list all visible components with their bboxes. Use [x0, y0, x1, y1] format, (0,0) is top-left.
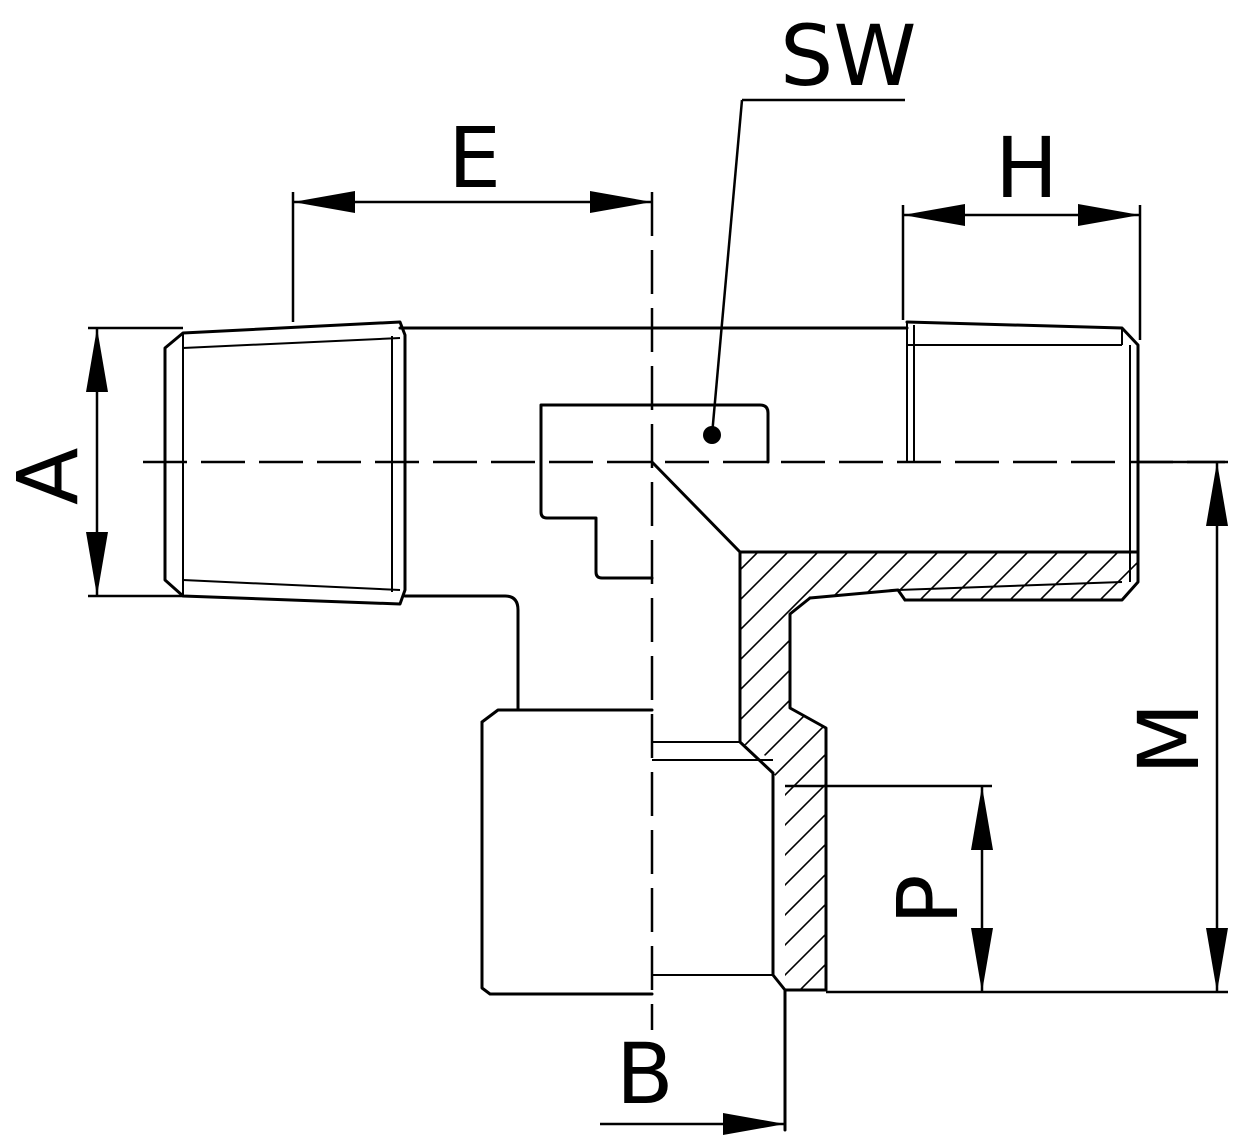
m-label: M: [1120, 703, 1218, 775]
internal-bore: [650, 460, 1140, 1132]
section-hatching: [740, 552, 1138, 990]
e-label: E: [448, 109, 501, 207]
dimension-a: [86, 326, 183, 598]
left-male-thread: [163, 320, 407, 606]
fitting-body: [163, 320, 1140, 1132]
bottom-male-thread: [480, 708, 654, 996]
dimension-e: [291, 191, 652, 322]
a-label: A: [0, 448, 97, 505]
h-label: H: [995, 119, 1058, 217]
sw-label: SW: [780, 7, 916, 105]
hex-outline: [539, 403, 770, 580]
sw-leader: [703, 98, 905, 444]
dimension-p: [785, 784, 993, 992]
p-label: P: [879, 874, 977, 925]
b-label: B: [616, 1025, 674, 1123]
centerlines: [143, 192, 1225, 1030]
dimension-m: [826, 460, 1228, 994]
dimension-b: [600, 1113, 785, 1135]
right-female-thread: [903, 320, 1140, 602]
dimension-h: [901, 204, 1142, 340]
